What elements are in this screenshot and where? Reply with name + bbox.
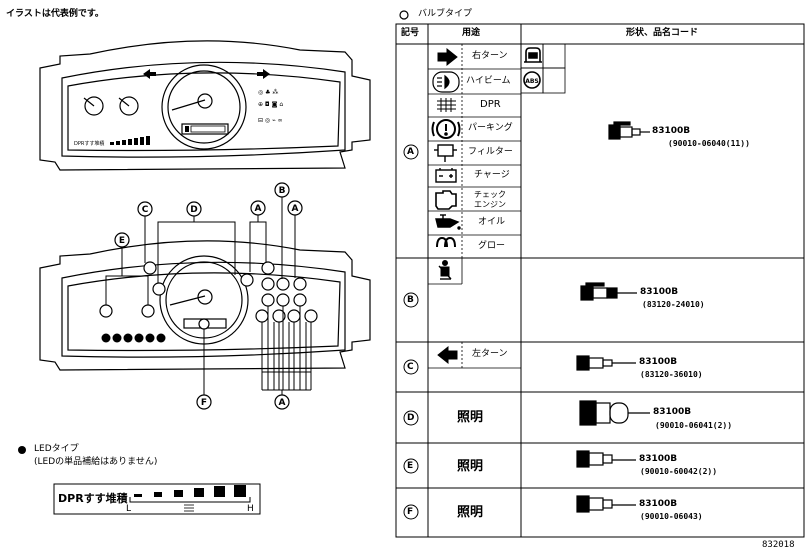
led-dots [101,333,166,343]
part-no-d: 83100B [653,407,692,417]
callout-labels: C D B A A E F A [119,186,299,408]
callout-d: D [190,205,197,215]
part-code-e: (90010-60042(2)) [640,467,718,476]
cluster-illustration-bottom [39,240,371,371]
symbol-c: C [407,362,414,372]
cluster-top-details: DPRすす堆積 ◎ ♣ ⁂ ⊕ ◘ ◙ ⌂ ⊟ ◎ ⌁ ∞ [74,69,283,147]
right-arrow-icon [437,47,458,67]
dpr-icon [437,98,456,112]
use-oil: オイル [478,217,506,227]
led-title: LEDタイプ [34,444,79,454]
callout-a-right: A [292,204,299,214]
use-icons [431,47,461,365]
bulb-c-icon [576,355,636,371]
led-gauge-label: DPRすす堆積 [58,492,128,505]
use-parking: パーキング [468,123,513,133]
header-symbol: 記号 [401,28,420,38]
bulb-section-title: バルブタイプ [418,9,473,19]
bulb-a-icon [608,121,650,140]
led-subtitle: (LEDの単品補給はありません) [34,457,158,467]
svg-text:◎ ♣ ⁂: ◎ ♣ ⁂ [258,89,278,96]
callout-b: B [279,186,286,196]
table-symbol-circles [403,144,419,520]
callout-a-left: A [255,204,262,214]
use-charge: チャージ [474,170,510,180]
bulb-f-icon [576,495,636,513]
dpr-small-icon [184,504,194,512]
svg-text:⊟ ◎ ⌁ ∞: ⊟ ◎ ⌁ ∞ [258,117,283,124]
use-left-turn: 左ターン [472,349,508,359]
led-gauge-high: H [247,504,254,514]
use-illumination-d: 照明 [457,410,484,425]
symbol-d: D [407,413,415,423]
extra-icons: ABS [523,47,542,89]
left-arrow-icon [437,345,458,365]
bulb-d-icon [579,400,650,426]
symbol-a: A [407,147,414,157]
seatbelt-icon [438,260,452,280]
bulb-sockets [99,261,318,330]
use-dpr: DPR [480,99,501,110]
use-check-engine: チェック エンジン [474,190,506,209]
bulb-images [576,121,650,513]
symbol-b: B [407,295,414,305]
bulb-marker-ring [399,10,409,20]
callout-markers [114,182,303,410]
callout-f: F [201,398,207,408]
use-glow: グロー [478,241,506,251]
part-no-c: 83100B [639,357,678,367]
part-code-f: (90010-06043) [640,512,703,521]
battery-charge-icon [435,168,457,183]
callout-lines [105,196,312,395]
led-gauge-box [53,483,261,515]
part-no-e: 83100B [639,454,678,464]
use-illumination-f: 照明 [457,505,484,520]
part-no-b: 83100B [640,287,679,297]
symbol-e: E [407,461,414,471]
use-high-beam: ハイビーム [466,76,511,86]
part-code-a: (90010-06040(11)) [668,139,750,148]
part-code-c: (83120-36010) [640,370,703,379]
symbol-f: F [407,507,414,517]
cluster-illustration-top [39,40,371,171]
part-no-f: 83100B [639,499,678,509]
representative-note: イラストは代表例です。 [6,9,104,19]
header-use: 用途 [462,28,481,38]
svg-text:⊕ ◘ ◙ ⌂: ⊕ ◘ ◙ ⌂ [258,101,283,108]
part-code-d: (90010-06041(2)) [655,421,733,430]
abs-icon: ABS [523,71,541,89]
callout-c: C [142,205,149,215]
parking-brake-icon [431,119,461,139]
use-filter: フィルター [468,147,513,157]
bulb-table-grid [395,23,805,538]
filter-icon [434,144,457,162]
callout-a-bottom: A [279,398,286,408]
door-ajar-icon [524,47,542,63]
led-marker-dot [18,446,26,454]
check-engine-icon [435,190,457,210]
use-illumination-e: 照明 [457,459,484,474]
figure-number: 832018 [762,540,795,550]
header-shape-code: 形状、品名コード [626,28,699,38]
use-right-turn: 右ターン [472,51,508,61]
glow-plug-icon [436,236,456,248]
led-gauge-low: L [126,504,132,514]
part-no-a: 83100B [652,126,691,136]
bulb-b-icon [580,282,637,301]
svg-text:ABS: ABS [525,78,539,85]
oil-pressure-icon [435,214,461,230]
part-code-b: (83120-24010) [642,300,705,309]
bulb-e-icon [576,450,636,468]
high-beam-icon [432,71,460,93]
callout-e: E [119,236,125,246]
svg-text:DPRすす堆積: DPRすす堆積 [74,140,104,147]
